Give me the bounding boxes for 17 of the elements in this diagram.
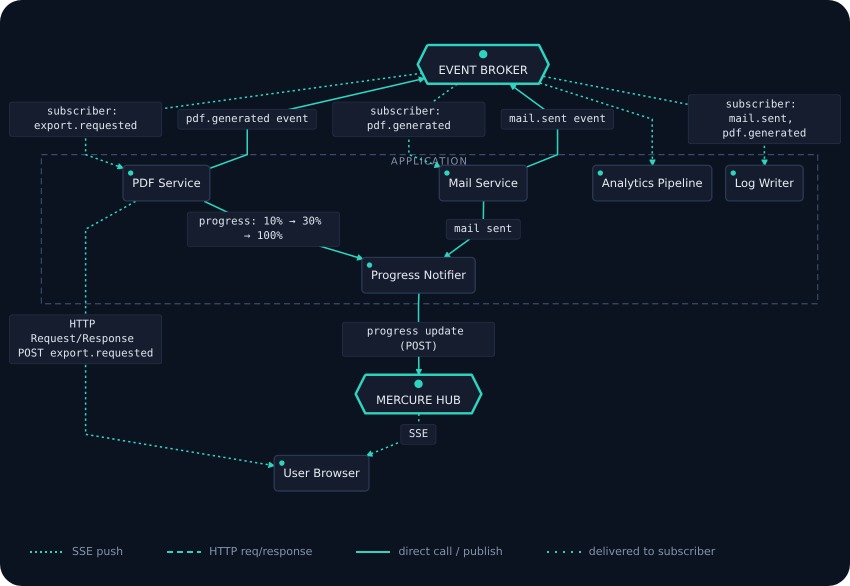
edge-label: subscriber: export.requested [9, 102, 162, 137]
arrow [540, 82, 656, 166]
legend-label: delivered to subscriber [588, 545, 716, 558]
edge-label: mail.sent event [500, 108, 614, 130]
legend-label: direct call / publish [398, 545, 503, 558]
edge-label: pdf.generated event [178, 108, 317, 130]
edge-label: progress: 10% → 30% → 100% [186, 212, 340, 247]
arrow [84, 72, 422, 170]
legend-label: SSE push [72, 545, 124, 558]
edge-label: subscriber: pdf.generated [332, 102, 486, 137]
edge-label: progress update (POST) [342, 322, 496, 357]
edge-label: HTTP Request/Response POST export.requested [9, 314, 162, 364]
edge-label: subscriber: mail.sent, pdf.generated [688, 94, 841, 144]
edge-label: mail sent [446, 218, 521, 240]
arrow [84, 200, 275, 468]
legend-label: HTTP req/response [209, 545, 312, 558]
edge-label: SSE [400, 424, 437, 445]
